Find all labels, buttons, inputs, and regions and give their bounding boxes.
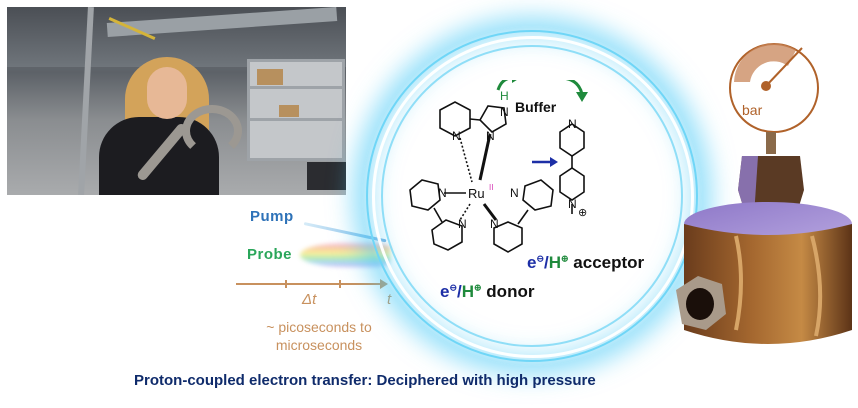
researcher-photo — [7, 7, 346, 195]
pyridine-ring — [493, 221, 523, 253]
t-label: t — [387, 291, 392, 308]
side-port-opening — [686, 288, 714, 320]
pyridine-ring — [439, 101, 471, 137]
time-range-line1: ~ picoseconds to — [266, 319, 372, 335]
pyridine-ring — [522, 179, 554, 211]
time-range-label: ~ picoseconds to microseconds — [254, 318, 384, 354]
photo-box — [279, 105, 299, 117]
time-axis-arrow-icon — [380, 279, 388, 289]
acceptor-charge: ⊕ — [578, 207, 587, 219]
atom-n: N — [486, 129, 495, 143]
donor-label: e⊖/H⊕ donor — [440, 282, 534, 302]
pressure-cell-illustration — [676, 43, 852, 344]
gauge-stem — [766, 132, 776, 154]
imidazole-ring — [479, 105, 507, 133]
transfer-arrow-head — [550, 157, 558, 167]
buffer-label: Buffer — [515, 99, 557, 115]
electron-symbol: e — [527, 253, 537, 272]
time-tick — [339, 280, 341, 288]
inner-ring — [381, 45, 683, 347]
acceptor-role: acceptor — [568, 253, 645, 272]
delta-t-label: Δt — [302, 291, 317, 308]
metal-ru: Ru — [468, 186, 485, 201]
acceptor-label: e⊖/H⊕ acceptor — [527, 253, 644, 273]
atom-n: N — [458, 217, 467, 231]
gauge-pivot — [761, 81, 771, 91]
time-axis — [236, 283, 382, 285]
figure-caption: Proton-coupled electron transfer: Deciph… — [134, 372, 596, 389]
cell-highlight — [734, 235, 743, 331]
photo-monitor — [307, 162, 346, 190]
photo-person-face — [147, 67, 187, 119]
buffer-arrow-down — [565, 80, 584, 95]
proton-charge: ⊕ — [474, 282, 482, 293]
gauge-needle — [765, 47, 803, 87]
proton-symbol: H — [548, 253, 562, 272]
proton-symbol: H — [461, 282, 475, 301]
pyridine-ring — [409, 179, 441, 211]
nut-highlight — [738, 156, 758, 216]
pyridinium-ring — [559, 167, 585, 201]
middle-ring — [372, 36, 694, 358]
electron-charge: ⊖ — [449, 282, 458, 293]
atom-n: N — [568, 197, 577, 211]
time-tick — [285, 280, 287, 288]
outer-ring — [366, 30, 698, 362]
electron-charge: ⊖ — [536, 253, 545, 264]
time-range-line2: microseconds — [275, 337, 363, 353]
buffer-arrow-down-head — [576, 92, 588, 102]
photo-wrench-head — [182, 105, 242, 157]
oxidation-state: II — [489, 183, 493, 192]
gauge-scale — [734, 43, 796, 82]
atom-n: N — [452, 129, 461, 143]
atom-n: N — [568, 117, 577, 131]
donor-role: donor — [481, 282, 535, 301]
atom-n: N — [500, 105, 509, 119]
atom-n: N — [510, 186, 519, 200]
imidazole-h: H — [500, 89, 509, 103]
proton-charge: ⊕ — [561, 253, 569, 264]
cell-highlight — [810, 235, 823, 337]
slash: / — [457, 282, 462, 301]
atom-n: N — [438, 186, 447, 200]
probe-label: Probe — [247, 246, 293, 263]
buffer-arrow-up — [496, 80, 509, 91]
gauge-unit-label: bar — [742, 102, 763, 118]
pyridinium-ring — [559, 123, 585, 157]
photo-box — [257, 69, 283, 85]
atom-n: N — [490, 217, 499, 231]
pyridine-ring — [431, 219, 463, 251]
pump-label: Pump — [250, 208, 294, 225]
electron-symbol: e — [440, 282, 450, 301]
slash: / — [544, 253, 549, 272]
buffer-arrow-up-head — [512, 80, 517, 83]
ru-complex-structure: N N N N N N N N N ⊕ Ru II H — [409, 80, 588, 253]
